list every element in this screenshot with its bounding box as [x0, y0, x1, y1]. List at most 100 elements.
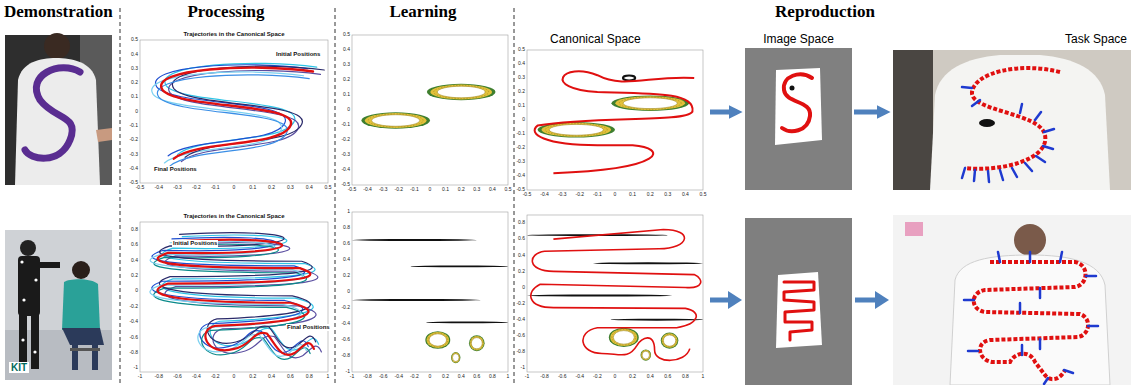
axis-tick: 1 — [702, 374, 705, 380]
image-space-view — [775, 68, 822, 145]
demonstrated-trajectories — [150, 241, 306, 356]
task-space-photo — [972, 100, 980, 106]
learned-obstacles — [361, 84, 495, 129]
task-space-photo — [1020, 104, 1022, 113]
reproduced-trajectory — [641, 349, 652, 360]
task-space-photo — [1039, 288, 1042, 298]
column-separator — [120, 8, 121, 383]
axis-tick: 0.8 — [343, 225, 350, 231]
axis-tick: 0.4 — [458, 374, 465, 380]
flow-arrow — [854, 110, 885, 115]
axis-tick: -0.4 — [516, 173, 525, 179]
axis-tick: -0.5 — [136, 185, 145, 191]
axis-tick: 0 — [135, 109, 138, 115]
axis-tick: 0.6 — [664, 374, 671, 380]
task-space-photo — [893, 50, 933, 190]
reproduced-trajectory — [609, 328, 639, 347]
axis-tick: 1 — [327, 374, 330, 380]
flow-arrow — [710, 291, 889, 309]
axis-tick: 0.3 — [131, 66, 138, 72]
task-space-photo — [1086, 275, 1096, 278]
demonstration-photo — [5, 33, 112, 380]
demonstration-photo — [22, 298, 25, 301]
image-space-view — [776, 272, 822, 348]
demonstrated-trajectories — [157, 75, 309, 166]
demonstration-photo — [25, 68, 80, 158]
axis-tick: 0.2 — [442, 374, 449, 380]
plot-frame — [140, 40, 328, 183]
logo-text: KIT — [9, 362, 29, 373]
task-space-photo — [1044, 129, 1054, 132]
demonstrated-trajectories — [172, 66, 324, 157]
flow-arrow — [855, 298, 877, 303]
axis-tick: -0.1 — [211, 185, 220, 191]
flow-arrow — [710, 298, 730, 303]
demonstration-photo — [19, 314, 27, 369]
axis-tick: -0.2 — [575, 192, 584, 198]
axis-tick: -0.2 — [410, 374, 419, 380]
learned-obstacles — [426, 321, 508, 323]
axis-tick: 0.2 — [343, 273, 350, 279]
axis-tick: 0.4 — [306, 185, 313, 191]
axis-tick: -0.1 — [129, 123, 138, 129]
axis-tick: -1 — [134, 365, 138, 371]
axis-tick: 1 — [507, 374, 510, 380]
axis-tick: -0.4 — [363, 187, 372, 193]
axis-tick: -0.4 — [154, 185, 163, 191]
axis-tick: 0.2 — [458, 187, 465, 193]
axis-tick: -0.1 — [341, 122, 350, 128]
axis-tick: 0 — [233, 185, 236, 191]
axis-tick: -0.2 — [516, 145, 525, 151]
task-space-photo — [964, 252, 1098, 384]
axis-tick: 0.2 — [518, 269, 525, 275]
plot-frame — [140, 222, 328, 372]
learned-obstacles — [352, 299, 481, 301]
demonstration-photo — [20, 260, 23, 263]
axis-tick: 0.6 — [473, 374, 480, 380]
axis-tick: -0.1 — [410, 187, 419, 193]
demonstration-photo — [96, 128, 112, 142]
axis-tick: 0.4 — [343, 47, 350, 53]
axis-tick: 0.1 — [442, 187, 449, 193]
learned-obstacles — [425, 331, 450, 349]
column-heading: Learning — [389, 3, 456, 22]
axis-tick: 0.1 — [131, 94, 138, 100]
demonstration-photo — [21, 338, 24, 341]
task-space-photo — [979, 119, 995, 127]
axis-tick: 0.5 — [518, 47, 525, 53]
axis-tick: 0.5 — [325, 185, 332, 191]
axis-tick: 0 — [522, 285, 525, 291]
learned-obstacles — [352, 239, 508, 323]
axis-tick: 0.4 — [343, 257, 350, 263]
reproduced-trajectory — [535, 71, 695, 173]
axis-tick: 0.2 — [629, 374, 636, 380]
task-space-photo — [950, 255, 1110, 385]
axis-tick: 0.3 — [343, 62, 350, 68]
demonstrated-trajectories — [159, 233, 315, 348]
image-space-view — [790, 86, 795, 91]
reproduced-trajectory — [611, 319, 703, 321]
demonstrated-trajectories — [150, 233, 321, 360]
task-space-photo — [1039, 339, 1042, 349]
axis-tick: -0.5 — [348, 187, 357, 193]
axis-tick: 0.8 — [489, 374, 496, 380]
axis-tick: 0 — [614, 192, 617, 198]
axis-tick: 0.5 — [131, 37, 138, 43]
axis-tick: -0.8 — [154, 374, 163, 380]
plot-annotation: Initial Positions — [275, 51, 321, 58]
axis-tick: 0.8 — [306, 374, 313, 380]
plot-frame — [140, 35, 703, 372]
task-space-photo — [1012, 168, 1017, 177]
flow-arrow — [710, 110, 737, 115]
axis-tick: -0.6 — [341, 337, 350, 343]
column-separator — [120, 8, 514, 383]
axis-tick: -0.8 — [540, 374, 549, 380]
axis-tick: -0.2 — [192, 185, 201, 191]
axis-tick: 0.1 — [249, 185, 256, 191]
axis-tick: 0 — [347, 289, 350, 295]
demonstration-photo — [15, 58, 100, 185]
axis-tick: 0.3 — [473, 187, 480, 193]
column-separator — [335, 8, 336, 383]
axis-tick: 0.3 — [518, 75, 525, 81]
axis-tick: 0.3 — [287, 185, 294, 191]
